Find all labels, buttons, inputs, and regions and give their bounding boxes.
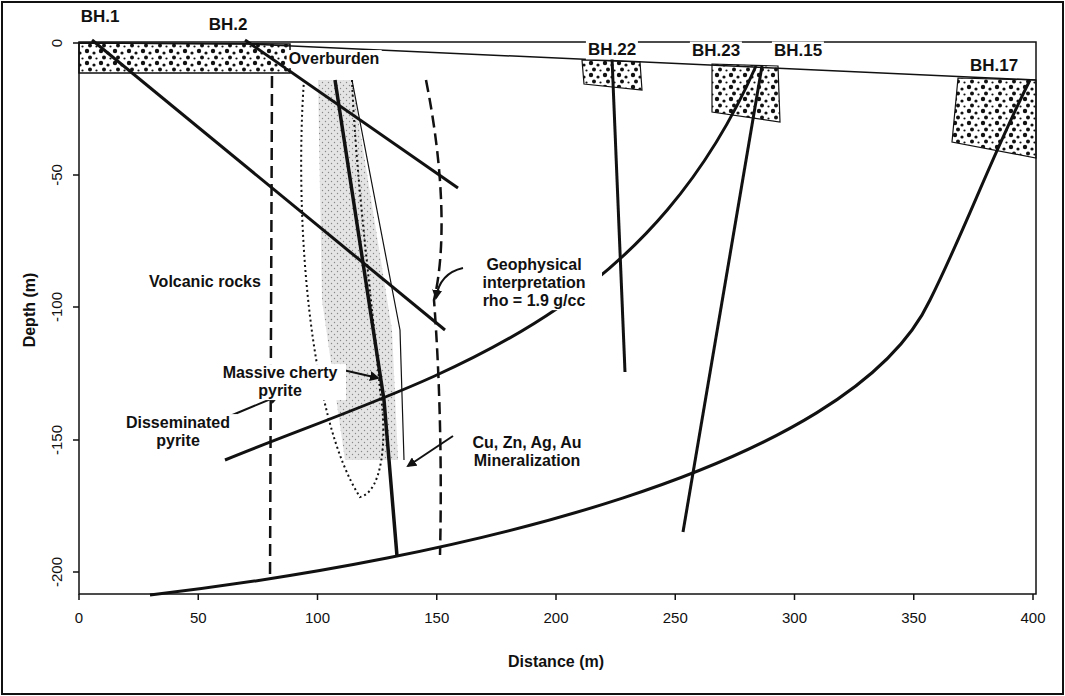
tick-label: 150 [422, 610, 451, 627]
unit-label: Volcanic rocks [147, 273, 263, 291]
leader-arrow [436, 268, 463, 298]
borehole-label: BH.15 [772, 41, 824, 60]
borehole [92, 40, 445, 330]
borehole-label: BH.2 [207, 15, 250, 34]
axis-tick [555, 594, 557, 600]
tick-label: -200 [49, 555, 66, 589]
borehole-label: BH.17 [968, 56, 1020, 75]
axis-tick [317, 594, 319, 600]
overburden [712, 64, 780, 122]
axis-tick [913, 594, 915, 600]
tick-label: 50 [188, 610, 209, 627]
axis-tick [794, 594, 796, 600]
geophysical-outline [301, 80, 383, 497]
axis-title: Distance (m) [506, 653, 606, 671]
plot-frame [79, 42, 1036, 594]
axis-tick [675, 594, 677, 600]
tick-label: 0 [49, 37, 66, 49]
axis-tick [1032, 594, 1034, 600]
tick-label: 0 [73, 610, 85, 627]
mineralization-line [352, 80, 404, 460]
unit-label: Geophysical interpretation rho = 1.9 g/c… [466, 256, 602, 310]
borehole [245, 40, 458, 188]
borehole [612, 58, 625, 372]
tick-label: -150 [49, 423, 66, 457]
axis-tick [436, 594, 438, 600]
axis-ticks [73, 43, 1033, 600]
unit-label: Massive cherty pyrite [214, 364, 346, 400]
tick-label: 100 [303, 610, 332, 627]
axis-tick [73, 571, 79, 573]
axis-tick [78, 594, 80, 600]
borehole-label: BH.22 [586, 40, 638, 59]
borehole-label: BH.1 [79, 7, 122, 26]
axis-tick [198, 594, 200, 600]
overburden [952, 78, 1036, 158]
axis-tick [73, 42, 79, 44]
axis-tick [73, 174, 79, 176]
tick-label: -50 [49, 162, 66, 188]
tick-label: 350 [899, 610, 928, 627]
tick-label: 200 [541, 610, 570, 627]
tick-label: 250 [661, 610, 690, 627]
leader-arrow [343, 370, 378, 378]
unit-label: Overburden [287, 50, 382, 68]
axis-tick [73, 439, 79, 441]
borehole [225, 66, 756, 460]
axis-title: Depth (m) [21, 271, 39, 350]
ground-surface [79, 43, 1036, 80]
tick-label: -100 [49, 290, 66, 324]
tick-label: 300 [780, 610, 809, 627]
disseminated-boundary [270, 76, 272, 580]
leader-arrow [408, 436, 453, 466]
axis-tick [73, 306, 79, 308]
borehole-label: BH.23 [690, 41, 742, 60]
unit-label: Disseminated pyrite [119, 414, 237, 450]
tick-label: 400 [1018, 610, 1047, 627]
borehole [150, 80, 1030, 595]
unit-label: Cu, Zn, Ag, Au Mineralization [454, 434, 600, 470]
